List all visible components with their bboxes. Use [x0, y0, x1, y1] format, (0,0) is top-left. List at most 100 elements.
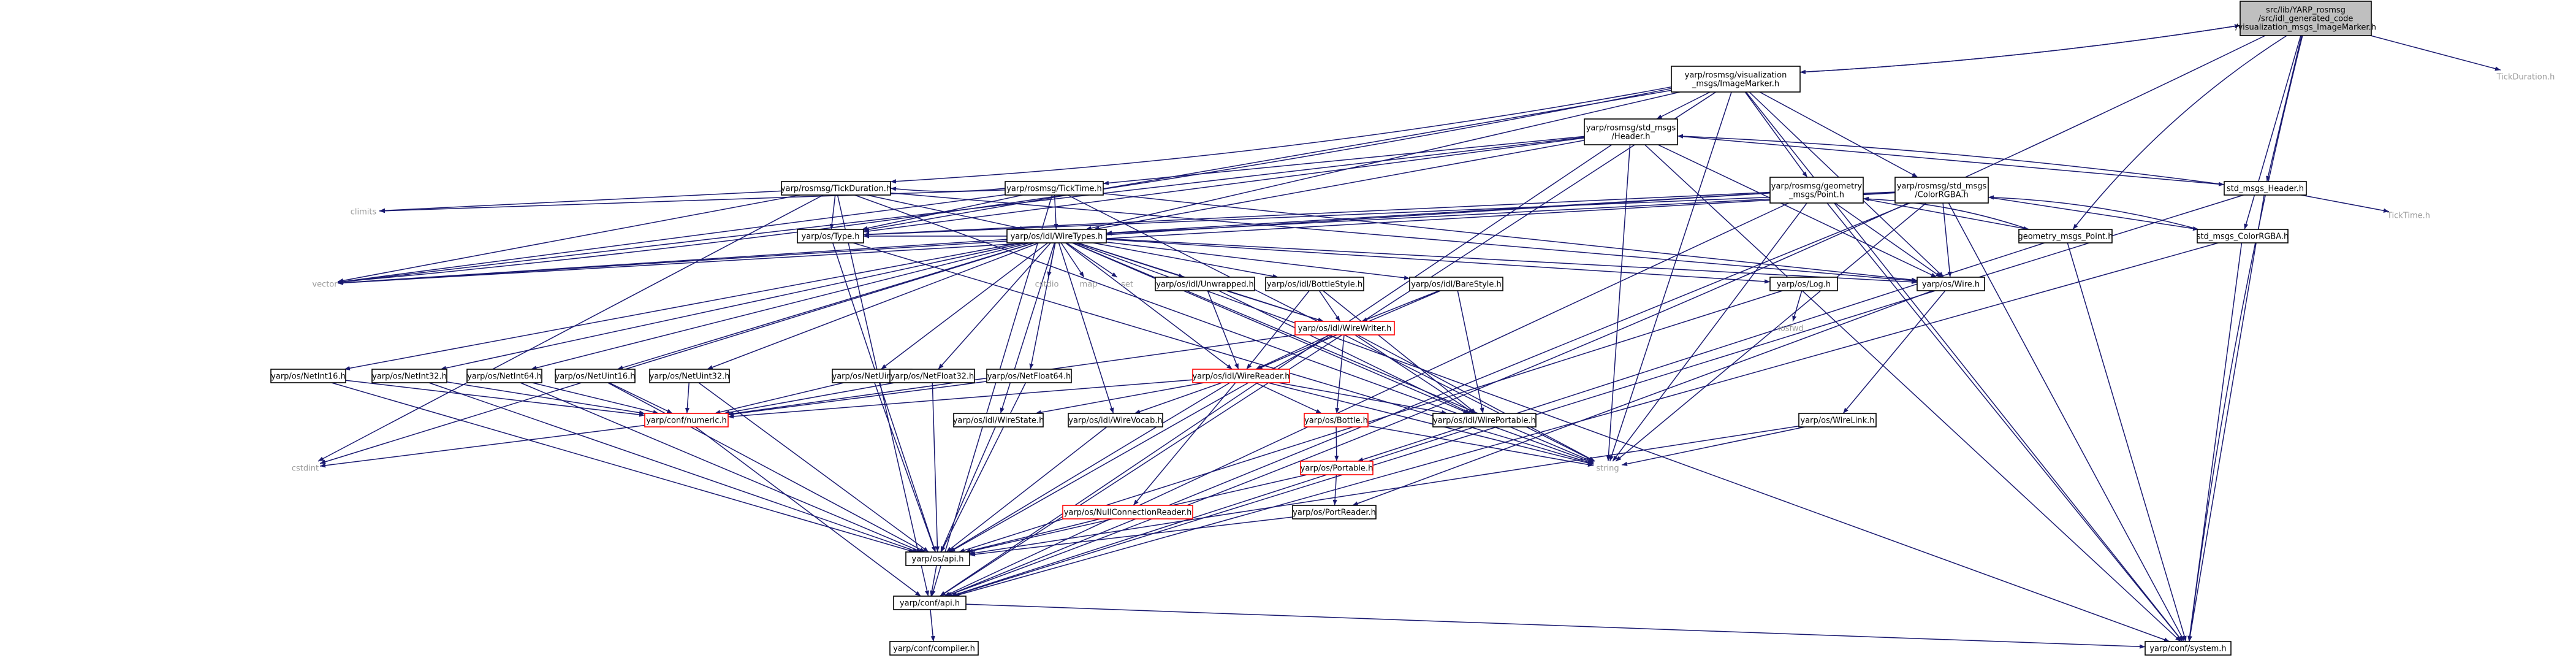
node-os_wire-label-0: yarp/os/Wire.h — [1922, 280, 1980, 289]
node-std_msgs_colorrgba[interactable]: std_msgs_ColorRGBA.h — [2197, 229, 2289, 243]
node-std_msgs_header[interactable]: std_msgs_Header.h — [2224, 181, 2307, 196]
edge-netint64-to-os_api — [520, 382, 922, 553]
node-nullconnectionreader[interactable]: yarp/os/NullConnectionReader.h — [1062, 505, 1193, 519]
edge-std_colorrgba_ros-to-std_msgs_colorrgba — [1988, 196, 2199, 231]
node-wiretypes[interactable]: yarp/os/idl/WireTypes.h — [1006, 229, 1107, 243]
edge-wirereader-to-wireportable — [1278, 382, 1448, 415]
edge-ros_tickduration-to-cstdint — [317, 194, 824, 462]
edge-os_bottle-to-os_portable — [1334, 426, 1339, 462]
edge-wirewriter-to-wireportable — [1354, 334, 1475, 414]
node-std_header_ros[interactable]: yarp/rosmsg/std_msgs/Header.h — [1584, 118, 1678, 145]
node-os_portable[interactable]: yarp/os/Portable.h — [1300, 461, 1373, 475]
edge-wiretypes-to-netuint32 — [707, 242, 1039, 370]
edge-ros_tickduration-to-os_type — [829, 194, 836, 230]
node-netint64[interactable]: yarp/os/NetInt64.h — [466, 369, 542, 383]
node-bottlestyle[interactable]: yarp/os/idl/BottleStyle.h — [1265, 277, 1364, 291]
node-root-label-1: /src/idl_generated_code — [2259, 15, 2354, 24]
edge-bottlestyle-to-wirereader — [1246, 290, 1310, 370]
edge-wirewriter-to-string — [1357, 334, 1595, 462]
node-geometry_point_ros[interactable]: yarp/rosmsg/geometry_msgs/Point.h — [1769, 177, 1864, 204]
node-conf_numeric-label-0: yarp/conf/numeric.h — [646, 416, 727, 426]
edge-std_msgs_colorrgba-to-conf_system — [2187, 242, 2243, 642]
node-netuint16-label-0: yarp/os/NetUint16.h — [555, 372, 636, 381]
edge-wiretypes-to-wirereader — [1065, 242, 1233, 370]
node-netfloat64[interactable]: yarp/os/NetFloat64.h — [986, 369, 1072, 383]
node-vis_imagemarker[interactable]: yarp/rosmsg/visualization_msgs/ImageMark… — [1671, 66, 1801, 93]
node-tickduration_top-label-0: TickDuration.h — [2496, 73, 2555, 82]
node-portreader[interactable]: yarp/os/PortReader.h — [1292, 505, 1377, 519]
edge-netint32-to-os_api — [428, 382, 919, 553]
edge-std_msgs_header-to-conf_api — [951, 194, 2244, 597]
node-ros_ticktime[interactable]: yarp/rosmsg/TickTime.h — [1005, 181, 1104, 196]
node-portreader-box — [1292, 505, 1377, 519]
node-conf_compiler[interactable]: yarp/conf/compiler.h — [889, 641, 979, 656]
node-wireportable-box — [1432, 413, 1537, 427]
edge-root-to-geometry_msgs_point — [2072, 35, 2287, 230]
node-netfloat32-box — [889, 369, 975, 383]
node-std_colorrgba_ros[interactable]: yarp/rosmsg/std_msgs/ColorRGBA.h — [1894, 177, 1989, 204]
node-ros_tickduration[interactable]: yarp/rosmsg/TickDuration.h — [781, 181, 891, 196]
node-std_msgs_colorrgba-box — [2197, 229, 2289, 243]
node-cstdint-label-0: cstdint — [292, 464, 319, 473]
edge-vis_imagemarker-to-ros_tickduration — [890, 86, 1672, 184]
edge-bareastyle-to-wireportable — [1457, 290, 1484, 414]
edge-std_msgs_header-to-conf_system — [2187, 194, 2265, 642]
node-iosfwd: iosfwd — [1778, 324, 1804, 334]
edge-geometry_point_ros-to-geometry_msgs_point — [1863, 198, 2029, 231]
node-wirewriter[interactable]: yarp/os/idl/WireWriter.h — [1294, 321, 1395, 335]
node-wirereader[interactable]: yarp/os/idl/WireReader.h — [1192, 369, 1290, 383]
edge-ros_ticktime-to-wiretypes — [1054, 194, 1058, 230]
node-climits: climits — [351, 208, 377, 217]
edge-ros_ticktime-to-climits — [379, 189, 1006, 213]
node-os_wire[interactable]: yarp/os/Wire.h — [1917, 277, 1985, 291]
node-wirevocab[interactable]: yarp/os/idl/WireVocab.h — [1068, 413, 1163, 427]
node-os_bottle[interactable]: yarp/os/Bottle.h — [1304, 413, 1369, 427]
node-netuint16[interactable]: yarp/os/NetUint16.h — [555, 369, 636, 383]
edge-wirelink-to-os_api — [969, 425, 1799, 556]
node-os_log[interactable]: yarp/os/Log.h — [1769, 277, 1838, 291]
edge-vis_imagemarker-to-root — [1799, 24, 2241, 73]
node-netint32[interactable]: yarp/os/NetInt32.h — [371, 369, 447, 383]
node-set: set — [1121, 280, 1133, 289]
node-netint16[interactable]: yarp/os/NetInt16.h — [270, 369, 346, 383]
node-geometry_point_ros-box — [1769, 177, 1864, 204]
node-unwrapped-label-0: yarp/os/idl/Unwrapped.h — [1156, 280, 1253, 289]
node-std_colorrgba_ros-label-1: /ColorRGBA.h — [1915, 191, 1968, 200]
node-std_colorrgba_ros-box — [1894, 177, 1989, 204]
node-geometry_point_ros-label-1: _msgs/Point.h — [1788, 191, 1844, 200]
node-netuint32[interactable]: yarp/os/NetUint32.h — [649, 369, 730, 383]
edge-wiretypes-to-os_log — [1106, 239, 1771, 284]
node-conf_api[interactable]: yarp/conf/api.h — [893, 596, 967, 610]
node-os_log-box — [1769, 277, 1838, 291]
edge-std_header_ros-to-string — [1606, 144, 1631, 462]
node-wireportable[interactable]: yarp/os/idl/WirePortable.h — [1432, 413, 1537, 427]
node-ros_ticktime-box — [1005, 181, 1104, 196]
node-nullconnectionreader-box — [1062, 505, 1193, 519]
node-bareastyle[interactable]: yarp/os/idl/BareStyle.h — [1409, 277, 1503, 291]
edge-ros_ticktime-to-os_wire — [1103, 193, 1918, 282]
edge-wiretypes-to-vector — [337, 239, 1008, 285]
node-nullconnectionreader-label-0: yarp/os/NullConnectionReader.h — [1064, 508, 1192, 518]
node-conf_system[interactable]: yarp/conf/system.h — [2145, 641, 2232, 656]
node-geometry_msgs_point[interactable]: geometry_msgs_Point.h — [2018, 229, 2113, 243]
node-netuint32-box — [649, 369, 730, 383]
edge-wirevocab-to-os_api — [946, 426, 1108, 553]
edge-vis_imagemarker-to-os_type — [863, 90, 1672, 232]
edge-netfloat64-to-os_api — [940, 382, 1027, 553]
node-wirelink[interactable]: yarp/os/WireLink.h — [1798, 413, 1877, 427]
edge-netuint16-to-os_api — [607, 382, 925, 553]
node-os_portable-label-0: yarp/os/Portable.h — [1301, 464, 1373, 473]
node-netfloat32[interactable]: yarp/os/NetFloat32.h — [889, 369, 975, 383]
node-netfloat64-label-0: yarp/os/NetFloat64.h — [987, 372, 1071, 381]
node-os_api[interactable]: yarp/os/api.h — [905, 551, 970, 566]
node-conf_numeric[interactable]: yarp/conf/numeric.h — [644, 413, 729, 427]
node-wirewriter-box — [1294, 321, 1395, 335]
node-unwrapped[interactable]: yarp/os/idl/Unwrapped.h — [1155, 277, 1255, 291]
node-os_type[interactable]: yarp/os/Type.h — [797, 229, 864, 243]
node-std_msgs_header-label-0: std_msgs_Header.h — [2227, 185, 2304, 194]
node-os_api-box — [905, 551, 970, 566]
edge-bareastyle-to-wirewriter — [1361, 290, 1440, 322]
node-wirestate[interactable]: yarp/os/idl/WireState.h — [953, 413, 1044, 427]
node-cstdint: cstdint — [292, 464, 319, 473]
node-root[interactable]: src/lib/YARP_rosmsg/src/idl_generated_co… — [2235, 1, 2376, 36]
